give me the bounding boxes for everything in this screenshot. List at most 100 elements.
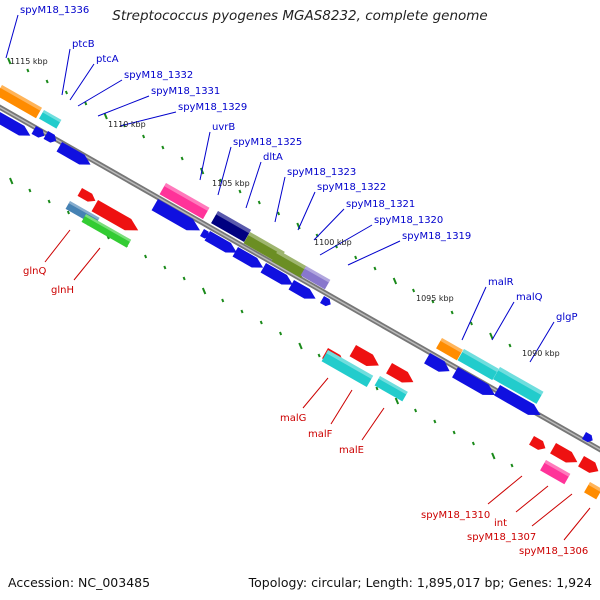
- tick-mark: [161, 145, 165, 150]
- leader-line: [97, 95, 150, 117]
- leader-line: [319, 224, 373, 256]
- leader-line: [119, 111, 177, 127]
- gene-label-spym18-1319: spyM18_1319: [402, 231, 471, 242]
- leader-line: [297, 191, 316, 231]
- gene-label-spym18-1310: spyM18_1310: [421, 510, 490, 521]
- tick-mark: [9, 177, 14, 185]
- gene-rect-highlight: [304, 266, 331, 283]
- gene-arrow: [424, 353, 450, 372]
- gene-arrow: [77, 188, 96, 202]
- gene-block: [39, 110, 62, 129]
- tick-mark: [489, 332, 494, 340]
- gene-rect-highlight: [164, 183, 210, 211]
- tick-mark: [163, 265, 167, 270]
- topology-text: Topology: circular; Length: 1,895,017 bp…: [248, 575, 592, 590]
- leader-line: [61, 48, 71, 96]
- accession-text: Accession: NC_003485: [8, 575, 151, 590]
- gene-arrow: [494, 385, 541, 415]
- tick-mark: [47, 199, 51, 204]
- gene-label-spym18-1322: spyM18_1322: [317, 182, 386, 193]
- gene-block: [211, 211, 252, 242]
- gene-block: [31, 126, 45, 138]
- tick-mark: [392, 277, 398, 285]
- tick-mark: [182, 276, 186, 281]
- gene-rect-highlight: [42, 110, 62, 123]
- leader-line: [69, 63, 95, 101]
- gene-label-spym18-1332: spyM18_1332: [124, 70, 193, 81]
- gene-block: [243, 232, 285, 264]
- tick-mark: [26, 68, 30, 73]
- gene-block: [0, 112, 31, 136]
- leader-line: [245, 161, 262, 209]
- leader-line: [461, 286, 487, 341]
- tick-mark: [64, 90, 68, 95]
- tick-mark: [144, 254, 148, 259]
- tick-mark: [142, 134, 146, 139]
- gene-block: [77, 188, 96, 202]
- gene-arrow: [0, 112, 31, 136]
- gene-block: [529, 436, 546, 450]
- gene-rect-highlight: [276, 250, 308, 271]
- leader-line: [330, 389, 353, 425]
- gene-block: [436, 338, 463, 361]
- gene-rect: [300, 266, 331, 290]
- gene-arrow: [260, 263, 293, 285]
- leader-line: [217, 146, 232, 196]
- gene-arrow: [43, 131, 57, 143]
- gene-rect: [81, 214, 132, 248]
- gene-rect: [436, 338, 463, 361]
- gene-block: [320, 296, 331, 307]
- tick-mark: [238, 189, 242, 194]
- gene-block: [374, 375, 408, 402]
- gene-arrow: [578, 456, 599, 473]
- tick-mark: [257, 200, 261, 205]
- tick-mark: [180, 156, 184, 161]
- gene-label-malf: malF: [308, 429, 333, 440]
- leader-line: [491, 301, 515, 341]
- gene-block: [457, 348, 499, 381]
- gene-rect: [0, 85, 42, 119]
- gene-block: [232, 247, 264, 268]
- gene-rect-highlight: [378, 375, 408, 395]
- tick-mark: [452, 430, 456, 435]
- tick-mark: [84, 101, 88, 106]
- gene-label-spym18-1325: spyM18_1325: [233, 137, 302, 148]
- tick-mark: [122, 123, 126, 128]
- gene-label-uvrb: uvrB: [212, 122, 235, 133]
- gene-rect: [39, 110, 62, 129]
- leader-line: [44, 229, 71, 263]
- gene-rect: [374, 375, 408, 402]
- gene-block: [159, 183, 210, 220]
- gene-rect: [584, 482, 600, 500]
- gene-label-dlta: dltA: [263, 152, 283, 163]
- gene-block: [349, 345, 379, 366]
- gene-label-malr: malR: [488, 277, 514, 288]
- tick-mark: [433, 419, 437, 424]
- page-title: Streptococcus pyogenes MGAS8232, complet…: [112, 8, 488, 24]
- tick-mark: [510, 463, 514, 468]
- gene-block: [200, 229, 209, 239]
- gene-block: [56, 142, 91, 165]
- gene-block: [151, 199, 200, 231]
- gene-arrow: [320, 296, 331, 307]
- gene-rect-highlight: [462, 348, 499, 372]
- tick-mark: [317, 353, 321, 358]
- gene-rect-highlight: [216, 211, 252, 234]
- gene-label-spym18-1307: spyM18_1307: [467, 532, 536, 543]
- gene-arrow: [582, 432, 593, 443]
- gene-block: [288, 280, 316, 299]
- gene-label-spym18-1306: spyM18_1306: [519, 546, 588, 557]
- leader-line: [515, 485, 549, 513]
- gene-features: [0, 85, 600, 500]
- gene-label-male: malE: [339, 445, 364, 456]
- gene-label-glnq: glnQ: [23, 266, 46, 277]
- gene-label-spym18-1321: spyM18_1321: [346, 199, 415, 210]
- gene-arrow: [91, 200, 139, 231]
- gene-label-malq: malQ: [516, 292, 543, 303]
- tick-mark: [412, 288, 416, 293]
- gene-label-spym18-1331: spyM18_1331: [151, 86, 220, 97]
- gene-arrow: [386, 363, 414, 383]
- leader-line: [531, 493, 573, 527]
- leader-line: [529, 321, 555, 363]
- tick-mark: [221, 298, 225, 303]
